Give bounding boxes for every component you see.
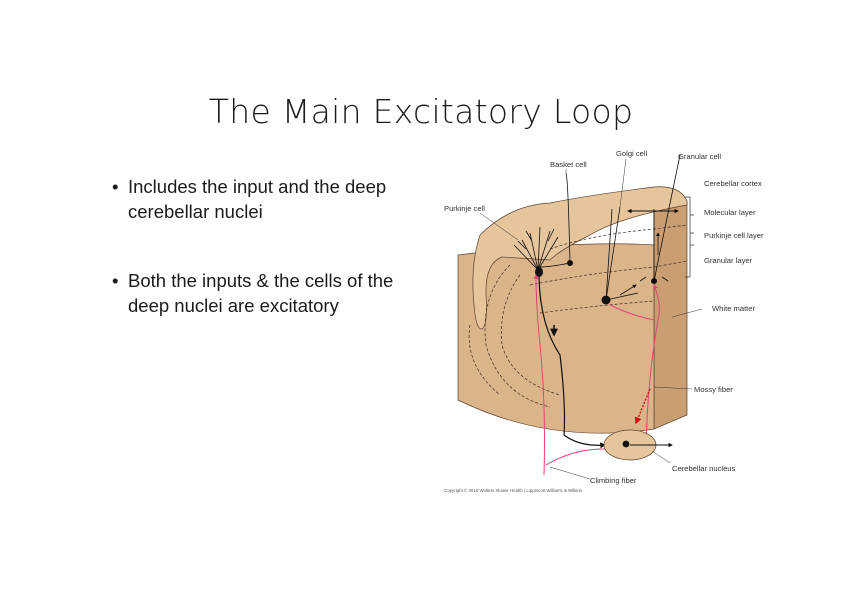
climbing-fiber-path xyxy=(533,274,545,476)
mossy-fiber-branch xyxy=(609,304,655,321)
label-purkinje-cell-layer: Purkinje cell layer xyxy=(704,231,764,240)
label-climbing-fiber: Climbing fiber xyxy=(590,476,637,485)
slide-title: The Main Excitatory Loop xyxy=(208,92,634,131)
label-cerebellar-nucleus: Cerebellar nucleus xyxy=(672,464,736,473)
folium-contour-2 xyxy=(501,274,561,396)
layer-bracket xyxy=(685,196,694,278)
bullet-text-2: Both the inputs & the cells of the deep … xyxy=(128,270,394,316)
folium-contour-1 xyxy=(484,264,551,408)
cortex-arrow-3 xyxy=(619,284,637,296)
label-mossy-fiber: Mossy fiber xyxy=(694,385,733,394)
label-cerebellar-cortex: Cerebellar cortex xyxy=(704,179,762,188)
mossy-fiber-path xyxy=(645,284,660,446)
bullet-text-1: Includes the input and the deep cerebell… xyxy=(128,176,387,222)
leader-lines xyxy=(479,155,703,480)
purkinje-cell xyxy=(513,226,607,449)
label-purkinje-cell: Purkinje cell xyxy=(444,204,485,213)
basket-cell xyxy=(539,172,573,268)
granule-cell xyxy=(627,154,681,284)
golgi-cell xyxy=(601,206,639,305)
layer-boundary-2 xyxy=(529,260,688,286)
tissue-folium-curl xyxy=(472,234,503,330)
bullet-dot-icon: • xyxy=(112,176,119,197)
label-white-matter: White matter xyxy=(712,304,756,313)
label-basket-cell: Basket cell xyxy=(550,160,587,169)
cerebellum-diagram: Basket cell Golgi cell Granular cell Cer… xyxy=(444,149,764,493)
label-granular-cell: Granular cell xyxy=(678,152,721,161)
layer-boundary-3 xyxy=(539,300,655,314)
tissue-block xyxy=(457,186,688,434)
bullet-item-1: • Includes the input and the deep cerebe… xyxy=(112,174,432,224)
copyright-note: Copyright © 2010 Wolters Kluwer Health |… xyxy=(444,488,583,493)
label-granular-layer: Granular layer xyxy=(704,256,753,265)
label-golgi-cell: Golgi cell xyxy=(616,149,648,158)
layer-boundary-1 xyxy=(549,224,688,250)
mossy-fiber-highlight-arrow xyxy=(634,388,651,425)
cerebellar-nucleus xyxy=(603,429,673,461)
label-molecular-layer: Molecular layer xyxy=(704,208,756,217)
bullet-list: • Includes the input and the deep cerebe… xyxy=(112,174,432,362)
folium-contour-3 xyxy=(468,324,501,396)
bullet-dot-icon: • xyxy=(112,270,119,291)
bullet-item-2: • Both the inputs & the cells of the dee… xyxy=(112,268,432,318)
